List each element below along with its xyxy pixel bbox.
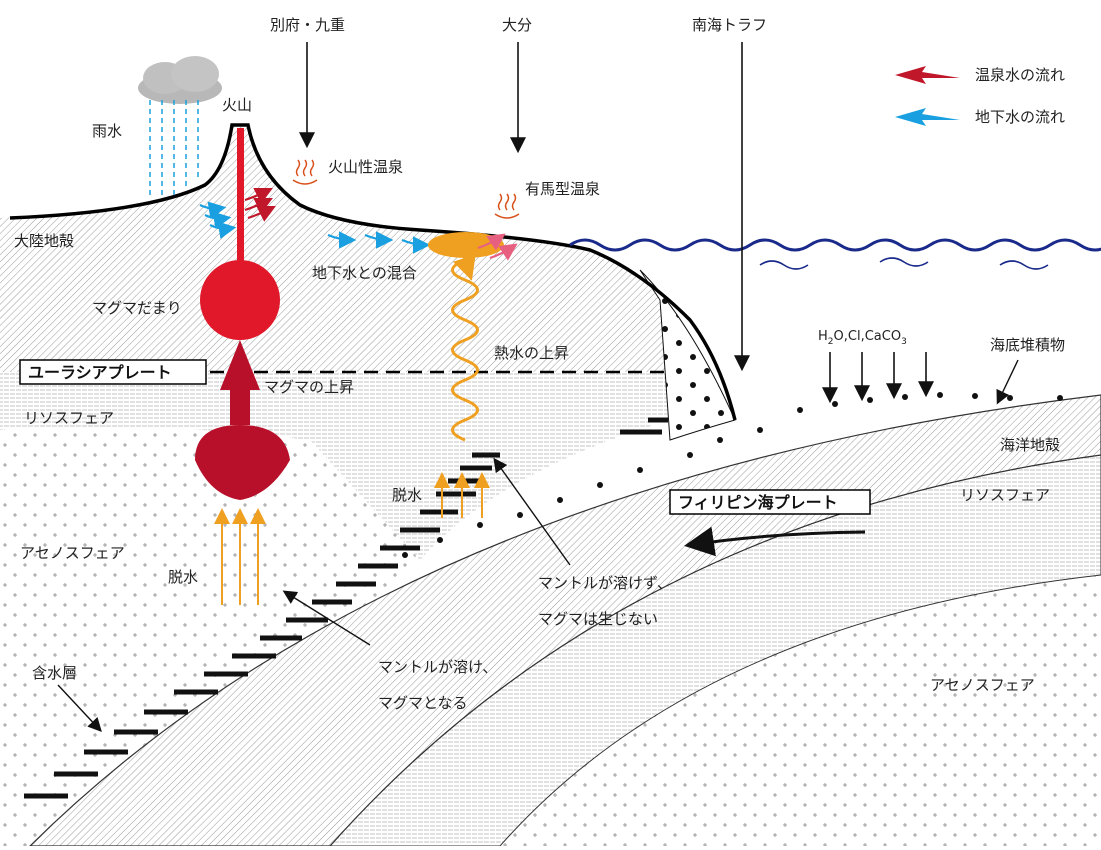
label-melt-line2: マグマとなる — [378, 694, 468, 712]
mixing-zone — [428, 232, 504, 258]
label-dehydration-left: 脱水 — [168, 568, 198, 586]
legend-groundwater-arrow — [895, 108, 960, 126]
eurasian-plate-box — [19, 359, 207, 385]
rain-lines — [149, 100, 199, 195]
label-rain: 雨水 — [92, 122, 122, 140]
label-oita: 大分 — [502, 16, 532, 34]
groundwater-arrows-arima — [327, 231, 431, 254]
label-volcano: 火山 — [222, 96, 252, 114]
label-asthenosphere-right: アセノスフェア — [930, 676, 1035, 694]
no-melt-pointer — [493, 457, 571, 566]
label-nankai-trough: 南海トラフ — [692, 16, 767, 34]
asthenosphere-left-region — [0, 426, 420, 846]
ocean-ripples — [759, 257, 1049, 270]
label-no-melt-line2: マグマは生じない — [538, 610, 658, 628]
label-oceanic-crust: 海洋地殻 — [1000, 436, 1060, 454]
sediment-pointer — [996, 359, 1019, 405]
magma-conduit — [237, 128, 244, 268]
eurasian-plate-label: ユーラシアプレート — [28, 363, 172, 382]
groundwater-arrows-volcano — [199, 201, 237, 239]
philippine-plate-box — [669, 489, 871, 515]
surface-outline — [9, 123, 737, 421]
label-arima-spring: 有馬型温泉 — [525, 180, 600, 198]
melt-pointer — [282, 590, 371, 646]
label-chemical-formula: H2O,Cl,CaCO3 — [818, 329, 907, 347]
lithosphere-left-region — [0, 372, 670, 560]
label-dehydration-mid: 脱水 — [392, 486, 422, 504]
magma-rise-arrow — [220, 340, 260, 425]
legend-hot-spring-arrow — [895, 66, 960, 84]
label-melt-line1: マントルが溶け、 — [378, 658, 497, 676]
label-beppu-kuju: 別府・九重 — [270, 16, 345, 34]
ocean-surface — [569, 238, 1101, 252]
dehydration-arrows-mid — [434, 472, 490, 518]
label-no-melt-line1: マントルが溶けず、 — [538, 574, 672, 592]
label-groundwater-mixing: 地下水との混合 — [312, 264, 417, 282]
label-lithosphere-left: リソスフェア — [24, 409, 114, 427]
sediment-input-arrows — [822, 352, 934, 404]
cloud-icon — [138, 56, 222, 104]
label-asthenosphere-left: アセノスフェア — [20, 544, 125, 562]
hot-spring-icon — [292, 159, 318, 185]
label-magma-rise: マグマの上昇 — [264, 378, 354, 396]
label-hydrothermal-rise: 熱水の上昇 — [494, 344, 569, 362]
legend-groundwater-label: 地下水の流れ — [975, 108, 1065, 126]
hydrothermal-zigzag — [451, 254, 479, 442]
magma-blob — [195, 425, 290, 500]
magma-chamber — [200, 260, 280, 340]
dehydration-arrows-left — [214, 508, 266, 605]
label-sediments: 海底堆積物 — [990, 336, 1065, 354]
hot-spring-arrows-arima — [477, 233, 518, 261]
philippine-plate-label: フィリピン海プレート — [678, 493, 838, 512]
aquifer-pointer — [57, 684, 102, 733]
label-aquifer: 含水層 — [32, 664, 77, 682]
aquifer-stripes — [24, 417, 668, 799]
label-continental-crust: 大陸地殻 — [14, 232, 74, 250]
label-lithosphere-right: リソスフェア — [960, 486, 1050, 504]
plate-motion-arrow — [684, 526, 866, 557]
legend-hot-spring-label: 温泉水の流れ — [975, 66, 1065, 84]
asthenosphere-right-region — [500, 575, 1101, 846]
hot-spring-arrows-volcano — [244, 188, 276, 222]
arima-spring-icon — [494, 193, 520, 219]
label-volcanic-spring: 火山性温泉 — [328, 158, 403, 176]
label-magma-chamber: マグマだまり — [92, 299, 182, 317]
